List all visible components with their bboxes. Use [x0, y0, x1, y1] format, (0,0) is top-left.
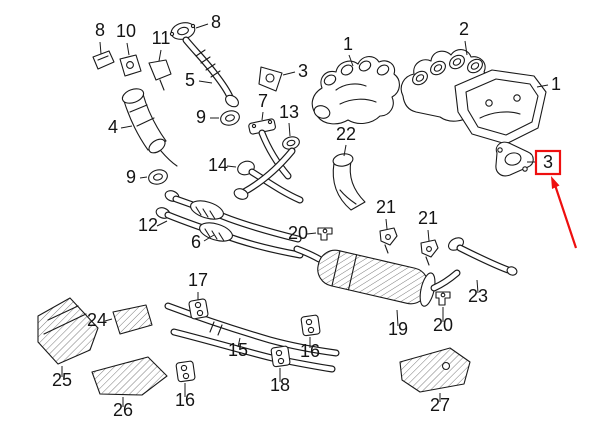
part-heat-shield-24 — [112, 304, 153, 335]
leader-line — [99, 41, 102, 55]
part-clamp-20-upper — [317, 227, 333, 241]
part-labels: 8 10 11 8 5 3 1 2 1 4 9 7 13 22 3 9 14 1… — [52, 12, 561, 420]
part-label-18: 18 — [270, 375, 290, 395]
part-label-7: 7 — [258, 91, 268, 111]
leader-line — [120, 125, 133, 129]
part-label-10: 10 — [116, 21, 136, 41]
highlight-arrow-head — [551, 176, 560, 189]
part-label-1-right: 1 — [551, 74, 561, 94]
part-label-16-left: 16 — [175, 390, 195, 410]
part-label-1-center: 1 — [343, 34, 353, 54]
part-hanger-16-center — [300, 314, 321, 337]
part-clamp-21-left — [379, 227, 398, 254]
part-catalytic-converter-4 — [121, 88, 178, 167]
part-label-19: 19 — [388, 319, 408, 339]
part-drawings — [37, 22, 547, 396]
highlight-arrow-shaft — [553, 184, 578, 249]
part-label-20-lower: 20 — [433, 315, 453, 335]
part-label-16-center: 16 — [300, 341, 320, 361]
part-label-11: 11 — [152, 28, 171, 48]
highlight-box — [534, 149, 562, 176]
part-gasket-3-right — [495, 141, 534, 177]
part-label-13: 13 — [279, 102, 299, 122]
part-label-3-left: 3 — [298, 61, 308, 81]
part-clamp-20-lower — [435, 291, 451, 306]
part-label-6: 6 — [191, 232, 201, 252]
part-exhaust-manifold-1 — [311, 56, 400, 125]
part-muffler-19 — [293, 245, 461, 307]
part-label-8-top: 8 — [211, 12, 221, 32]
leader-line — [427, 229, 430, 242]
part-gasket-10 — [119, 54, 142, 77]
part-label-4: 4 — [108, 117, 118, 137]
part-heat-shield-1-right — [454, 69, 547, 145]
leader-line — [464, 40, 468, 56]
leader-line — [156, 220, 168, 227]
leader-line — [195, 23, 209, 29]
leader-line — [536, 84, 549, 88]
leader-line — [237, 337, 241, 348]
part-label-27: 27 — [430, 395, 450, 415]
part-gasket-13 — [282, 136, 300, 150]
part-label-26: 26 — [113, 400, 133, 420]
part-label-23: 23 — [468, 286, 488, 306]
part-label-22: 22 — [336, 124, 356, 144]
leader-line — [476, 279, 479, 294]
leader-line — [226, 165, 237, 168]
leader-lines — [61, 23, 549, 407]
part-hanger-17 — [188, 298, 209, 320]
leader-line — [139, 176, 148, 179]
leader-line — [126, 42, 130, 56]
part-heat-shield-25 — [37, 297, 99, 365]
part-bracket-8-left — [92, 50, 115, 70]
part-gasket-9-lower — [148, 169, 168, 185]
part-gasket-9-upper — [220, 110, 240, 126]
leader-line — [288, 122, 291, 137]
leader-line — [282, 71, 296, 76]
part-flange-8-top — [169, 22, 196, 40]
part-label-20-upper: 20 — [288, 223, 308, 243]
part-label-12: 12 — [138, 215, 158, 235]
part-label-9-lower: 9 — [126, 167, 136, 187]
leader-line — [348, 54, 354, 67]
part-label-21-left: 21 — [376, 197, 396, 217]
part-y-pipe-22 — [332, 153, 366, 211]
part-label-2: 2 — [459, 19, 469, 39]
part-label-3-highlighted: 3 — [543, 152, 553, 172]
part-crossover-pipe-14 — [233, 147, 304, 204]
part-label-14: 14 — [208, 155, 228, 175]
part-clamp-21-right — [420, 239, 439, 266]
part-hanger-18 — [270, 345, 291, 368]
part-label-21-right: 21 — [418, 208, 438, 228]
leader-line — [385, 218, 388, 230]
part-flange-pipe-7 — [248, 118, 292, 180]
part-label-25: 25 — [52, 370, 72, 390]
part-tailpipe-23 — [447, 237, 518, 276]
part-label-24: 24 — [87, 310, 107, 330]
leader-line — [306, 232, 317, 235]
part-bracket-11 — [148, 59, 172, 91]
part-front-pipes-12-6 — [155, 190, 304, 259]
leader-line — [158, 49, 162, 62]
part-heat-shield-26 — [91, 356, 168, 396]
part-label-15: 15 — [228, 340, 248, 360]
part-label-17: 17 — [188, 270, 208, 290]
leader-line — [198, 80, 213, 84]
part-label-8-top-left: 8 — [95, 20, 105, 40]
part-label-5: 5 — [185, 70, 195, 90]
part-downpipe-5 — [182, 36, 239, 108]
leader-line — [343, 144, 347, 157]
part-label-9-upper: 9 — [196, 107, 206, 127]
leader-line — [396, 309, 399, 327]
part-heat-shield-27 — [399, 347, 471, 393]
leader-line — [203, 234, 215, 242]
part-hanger-16-left — [175, 360, 196, 383]
leader-line — [261, 111, 264, 121]
part-gasket-3-left — [258, 66, 283, 92]
leader-line — [104, 318, 113, 322]
highlight-annotation — [534, 149, 578, 249]
